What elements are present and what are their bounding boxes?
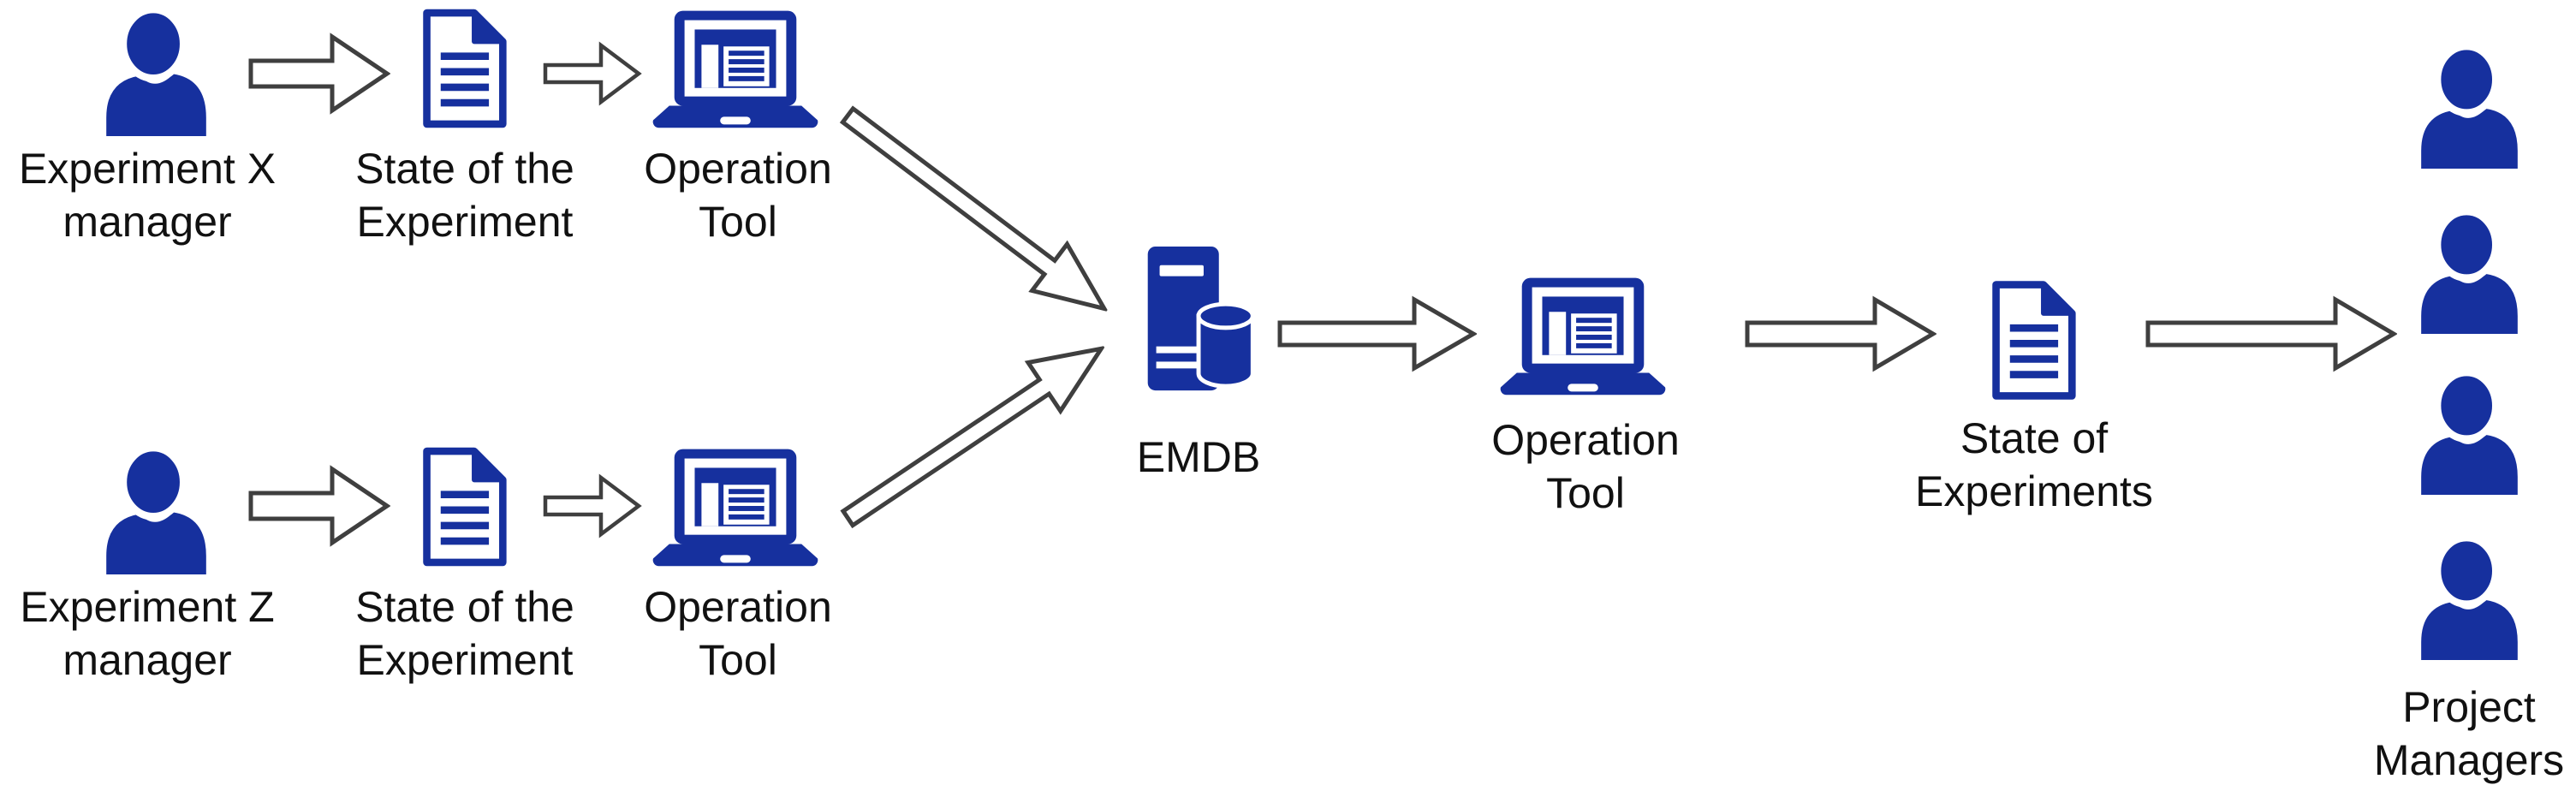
arrow-right-icon [248, 465, 390, 547]
person-icon [99, 449, 213, 574]
node-label: State of the Experiment [355, 583, 574, 684]
document-icon [1988, 278, 2078, 402]
person-icon [2412, 212, 2526, 334]
person-icon [99, 10, 213, 136]
arrow-diagonal-down-icon [826, 87, 1127, 337]
person-icon [2412, 373, 2526, 495]
node-label: Operation Tool [644, 145, 832, 246]
node-label: Experiment X manager [18, 145, 277, 246]
server-database-icon [1145, 245, 1257, 396]
arrow-right-icon [1745, 295, 1936, 372]
document-icon [419, 8, 509, 129]
node-label: Operation Tool [1491, 416, 1680, 517]
arrow-right-icon [248, 33, 390, 115]
node-label: Experiment Z manager [20, 583, 275, 684]
arrow-diagonal-up-icon [827, 319, 1122, 548]
arrow-right-icon [543, 473, 642, 538]
node-label: State of Experiments [1915, 414, 2153, 515]
arrow-right-icon [543, 41, 642, 106]
laptop-icon [1498, 276, 1668, 396]
node-label: EMDB [1136, 433, 1261, 481]
arrow-right-icon [2145, 295, 2397, 372]
node-label: Project Managers [2373, 683, 2565, 784]
arrow-right-icon [1277, 295, 1477, 372]
laptop-icon [651, 9, 820, 128]
laptop-icon [651, 447, 820, 567]
node-label: Operation Tool [644, 583, 832, 684]
node-label: State of the Experiment [355, 145, 574, 246]
document-icon [419, 446, 509, 568]
person-icon [2412, 47, 2526, 169]
person-icon [2412, 538, 2526, 660]
